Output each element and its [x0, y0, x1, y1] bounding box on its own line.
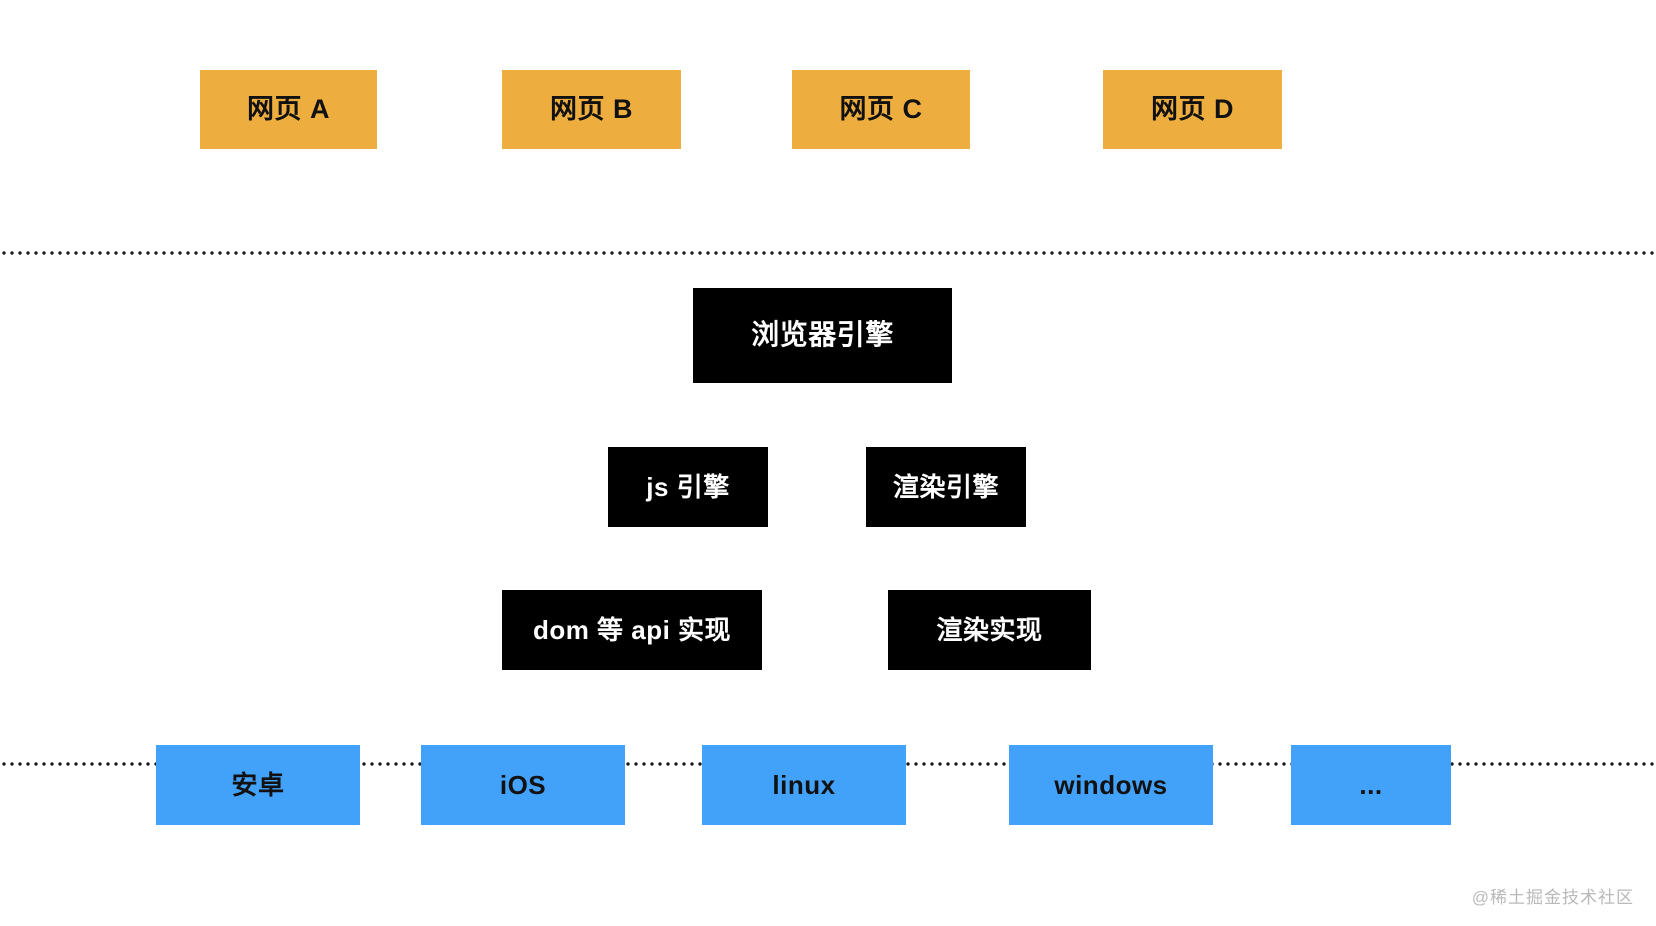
page-box-a: 网页 A	[200, 70, 377, 149]
page-box-d: 网页 D	[1103, 70, 1282, 149]
browser-engine-label: 浏览器引擎	[751, 319, 894, 351]
watermark: @稀土掘金技术社区	[1471, 888, 1634, 907]
os-box-linux: linux	[702, 745, 906, 825]
os-box-linux-label: linux	[772, 769, 836, 800]
page-box-b: 网页 B	[502, 70, 681, 149]
page-box-b-label: 网页 B	[550, 93, 633, 124]
page-box-d-label: 网页 D	[1151, 93, 1234, 124]
divider-pages-engine	[0, 251, 1656, 255]
os-box-ios-label: iOS	[499, 769, 547, 800]
os-box-ios: iOS	[421, 745, 625, 825]
page-box-c: 网页 C	[792, 70, 970, 149]
os-box-windows-label: windows	[1054, 769, 1168, 800]
page-box-a-label: 网页 A	[247, 93, 330, 124]
os-box-android: 安卓	[156, 745, 360, 825]
os-box-android-label: 安卓	[231, 769, 285, 800]
dom-api-impl-box: dom 等 api 实现	[502, 590, 762, 670]
os-box-windows: windows	[1009, 745, 1213, 825]
js-engine-label: js 引擎	[646, 471, 730, 502]
js-engine-box: js 引擎	[608, 447, 768, 527]
page-box-c-label: 网页 C	[839, 93, 923, 124]
render-engine-label: 渲染引擎	[892, 471, 999, 502]
render-engine-box: 渲染引擎	[866, 447, 1026, 527]
render-impl-label: 渲染实现	[936, 614, 1043, 645]
os-box-more-label: ...	[1359, 769, 1383, 800]
dom-api-impl-label: dom 等 api 实现	[532, 614, 732, 645]
render-impl-box: 渲染实现	[888, 590, 1091, 670]
os-box-more: ...	[1291, 745, 1451, 825]
browser-engine-box: 浏览器引擎	[693, 288, 952, 383]
